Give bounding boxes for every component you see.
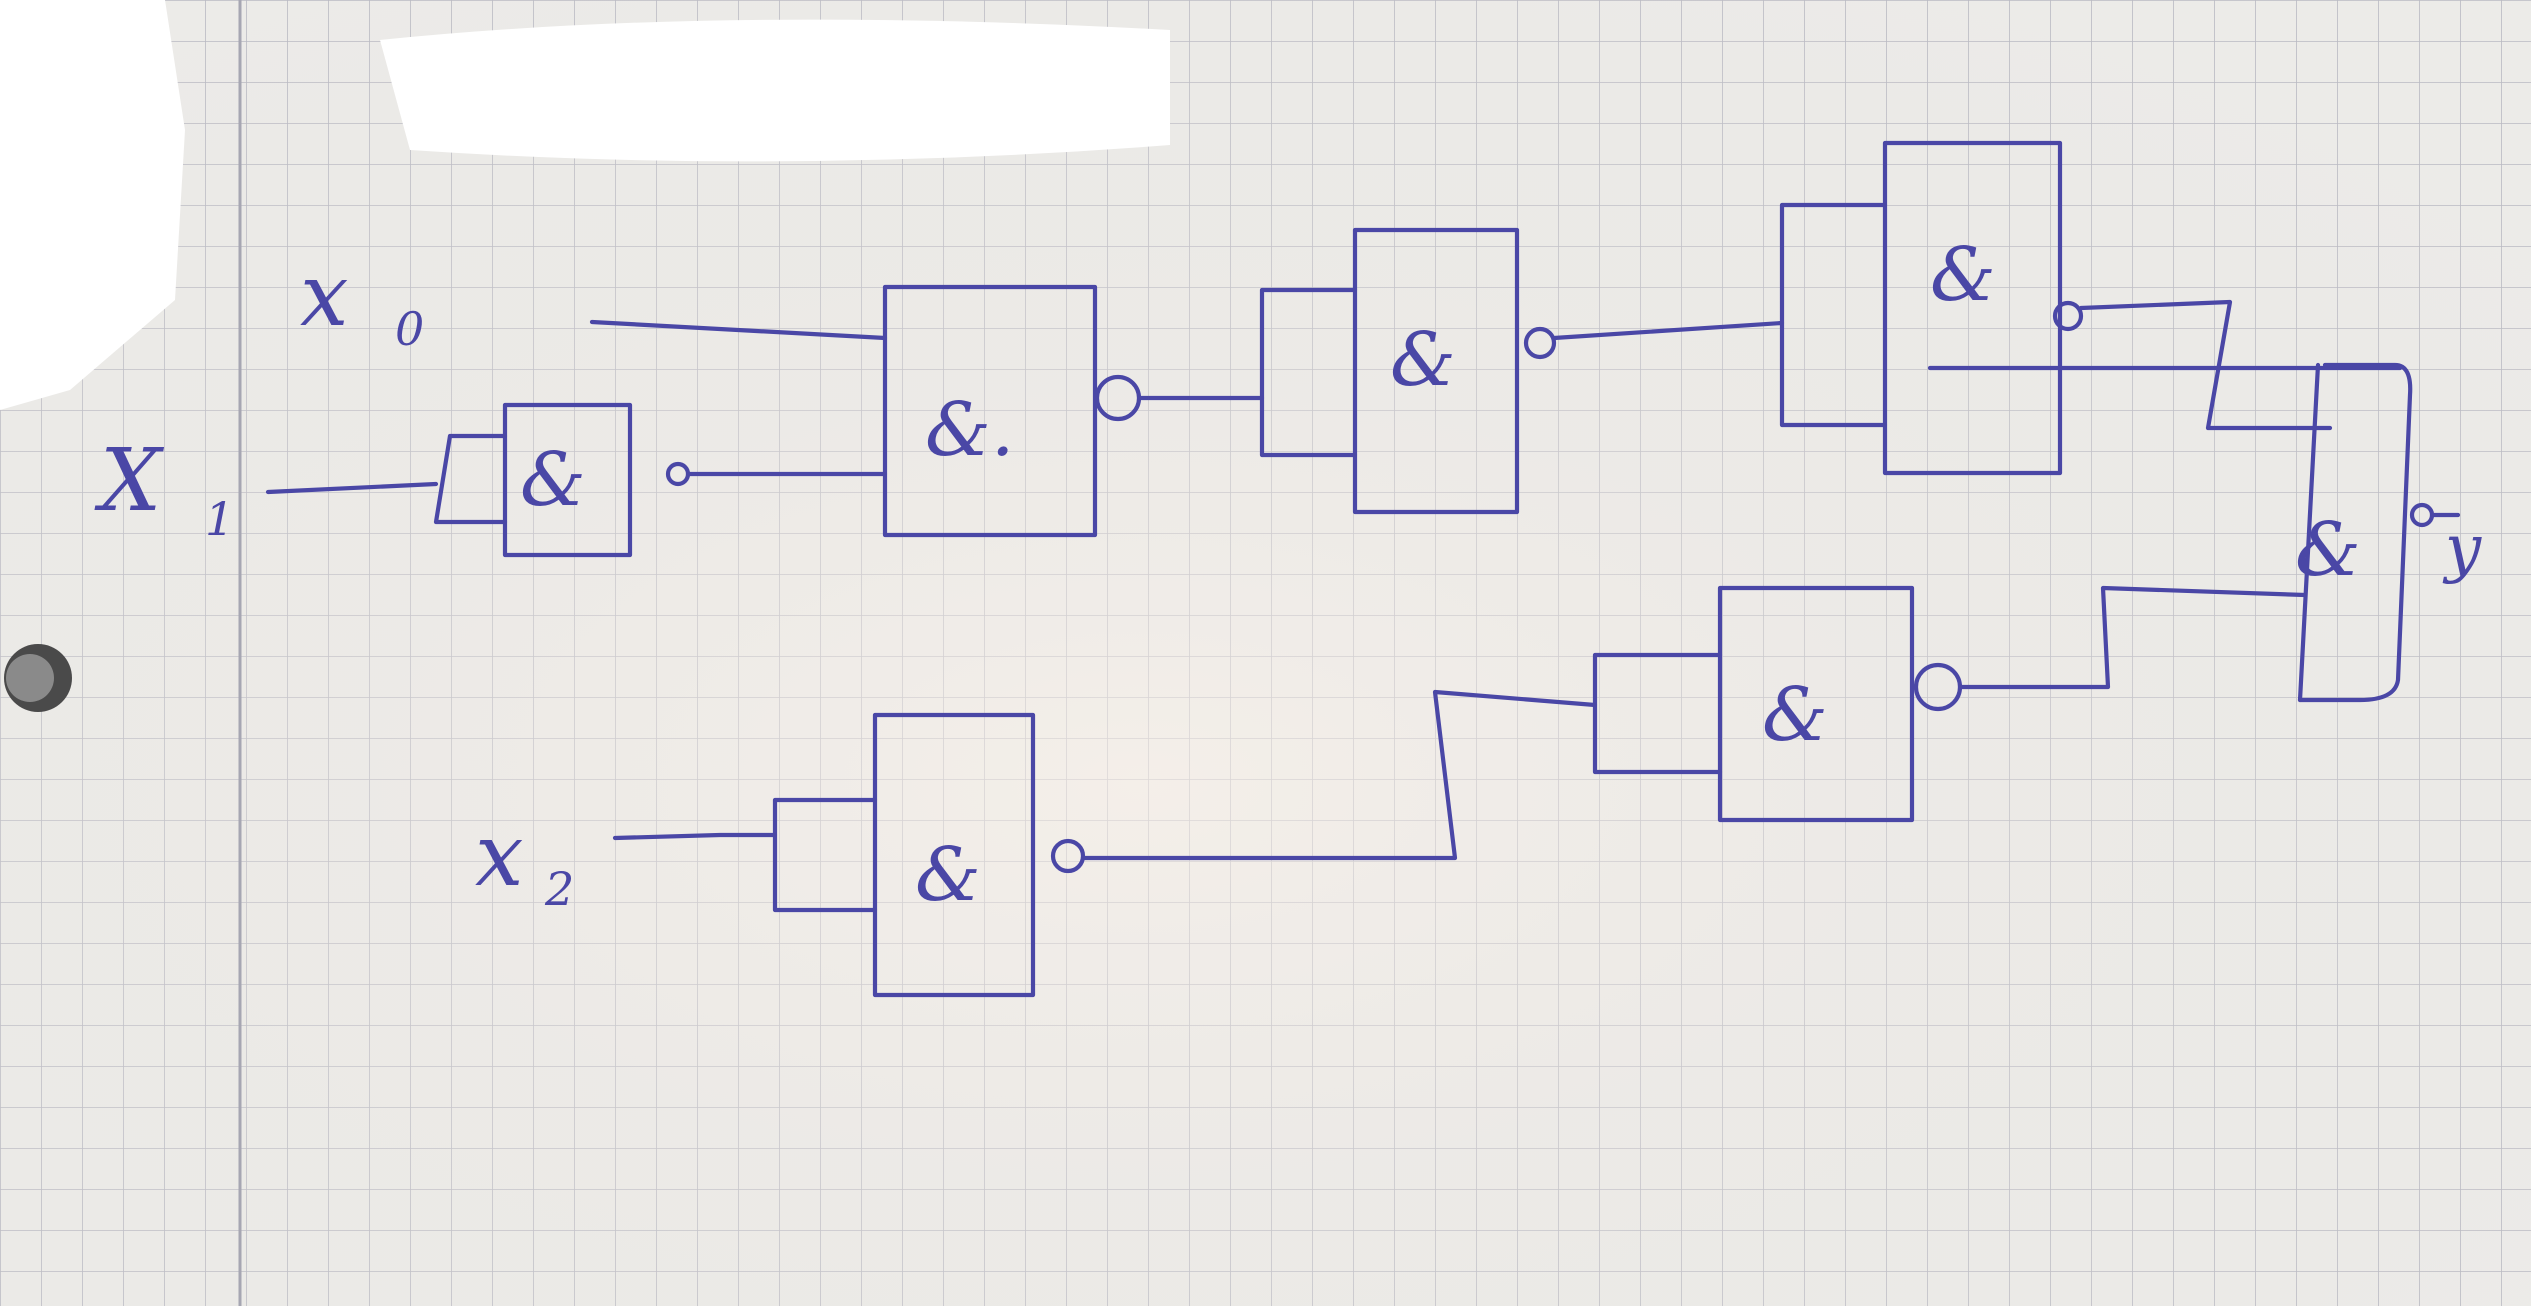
redaction-patch-left — [0, 0, 185, 410]
nand-gate-1: & — [433, 402, 691, 558]
nand-gate-2: &. — [882, 284, 1142, 538]
wire-g3-to-g4 — [1551, 320, 1785, 341]
svg-text:x: x — [475, 806, 524, 906]
input-label-x2: x 2 — [475, 806, 574, 916]
nand-gate-4: & — [1779, 140, 2084, 476]
wire-g5-to-g6 — [1080, 689, 1598, 861]
nand-gate-7: & — [1927, 362, 2461, 703]
svg-text:x: x — [300, 246, 349, 346]
svg-text:&: & — [1762, 672, 1828, 758]
wire-g6-to-g7 — [1957, 585, 2308, 690]
svg-text:&: & — [520, 437, 586, 523]
wire-x2-to-g5 — [612, 832, 778, 841]
svg-text:&: & — [2295, 507, 2361, 593]
svg-text:&: & — [1930, 232, 1996, 318]
nand-gate-5: & — [772, 712, 1086, 998]
nand-gate-3: & — [1259, 227, 1557, 515]
svg-text:X: X — [94, 431, 165, 531]
svg-text:&: & — [1390, 317, 1456, 403]
wires — [265, 299, 2333, 861]
svg-text:y: y — [2442, 512, 2482, 586]
redaction-patch-top — [380, 19, 1170, 162]
input-label-x0: x 0 — [300, 246, 424, 356]
input-label-x1: X 1 — [94, 431, 234, 546]
svg-text:2: 2 — [544, 862, 574, 916]
svg-text:&: & — [915, 832, 981, 918]
svg-text:1: 1 — [205, 492, 234, 546]
output-label-y: y — [2442, 512, 2482, 586]
wire-g4-to-g7 — [2078, 299, 2333, 431]
nand-gate-6: & — [1592, 585, 1963, 823]
svg-text:0: 0 — [395, 302, 424, 356]
wire-x0-to-g2 — [589, 319, 888, 341]
svg-text:&.: &. — [925, 387, 1014, 473]
wire-x1-to-g1 — [265, 481, 439, 495]
